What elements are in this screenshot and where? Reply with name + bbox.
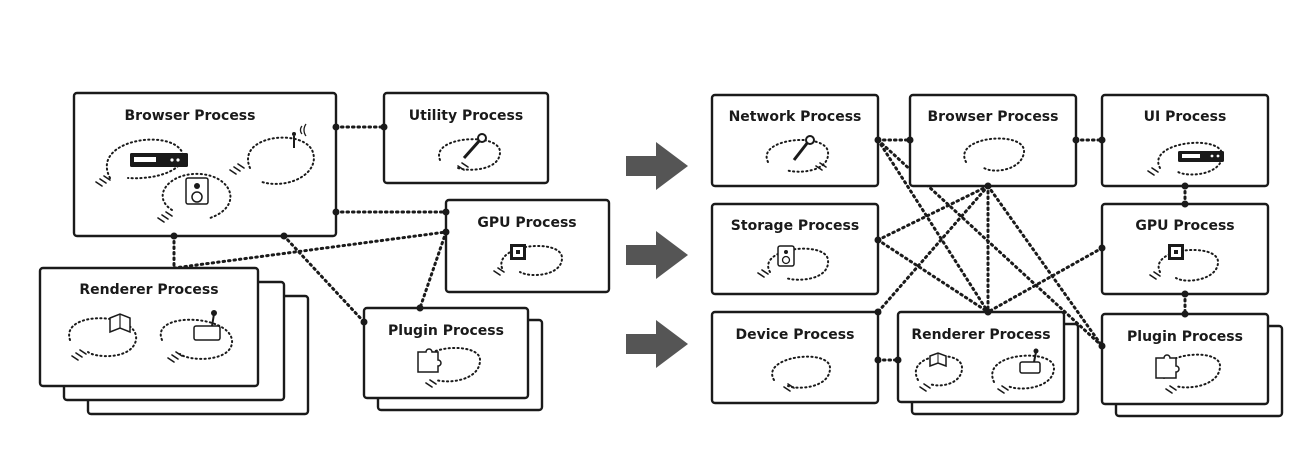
transition-arrows — [626, 142, 688, 368]
book-icon — [929, 352, 947, 368]
right-gpu-process-title: GPU Process — [1135, 218, 1234, 234]
left-architecture: Renderer Process Browser Process — [38, 91, 611, 416]
left-browser-process-box: Browser Process — [72, 91, 338, 238]
server-rack-icon — [1178, 151, 1224, 162]
left-gpu-process-title: GPU Process — [477, 215, 576, 231]
right-browser-process-title: Browser Process — [928, 109, 1059, 125]
left-browser-process-title: Browser Process — [125, 108, 256, 124]
chip-icon — [1168, 244, 1184, 260]
left-connections — [172, 125, 448, 324]
wrench-icon — [792, 135, 815, 161]
book-icon — [109, 313, 131, 334]
joystick-icon — [193, 310, 221, 341]
right-network-process-title: Network Process — [729, 109, 862, 125]
antenna-icon — [292, 123, 307, 148]
left-renderer-process-title: Renderer Process — [79, 282, 218, 298]
right-arrow-icon — [626, 142, 688, 190]
right-plugin-process-box: Plugin Process — [1100, 312, 1270, 406]
right-arrow-icon — [626, 320, 688, 368]
right-device-process-box: Device Process — [710, 310, 880, 405]
right-architecture: Network Process Browser Process UI Proce… — [710, 93, 1284, 418]
right-gpu-process-box: GPU Process — [1100, 202, 1270, 296]
left-plugin-process-box: Plugin Process — [362, 306, 530, 400]
left-renderer-process-box: Renderer Process — [38, 266, 260, 388]
right-storage-process-title: Storage Process — [731, 218, 859, 234]
left-plugin-process-title: Plugin Process — [388, 323, 504, 339]
left-utility-process-title: Utility Process — [409, 108, 523, 124]
server-rack-icon — [130, 153, 188, 167]
right-ui-process-box: UI Process — [1100, 93, 1270, 188]
right-device-process-title: Device Process — [736, 327, 855, 343]
left-gpu-process-box: GPU Process — [444, 198, 611, 294]
right-storage-process-box: Storage Process — [710, 202, 880, 296]
chip-icon — [510, 244, 526, 260]
right-plugin-process-title: Plugin Process — [1127, 329, 1243, 345]
speaker-icon — [185, 177, 209, 205]
left-connection-nodes — [170, 123, 450, 326]
right-connection-nodes — [874, 136, 1189, 364]
wrench-icon — [462, 133, 487, 159]
right-network-process-box: Network Process — [710, 93, 880, 188]
left-utility-process-box: Utility Process — [382, 91, 550, 185]
right-arrow-icon — [626, 231, 688, 279]
right-renderer-process-title: Renderer Process — [911, 327, 1050, 343]
speaker-icon — [777, 245, 795, 267]
right-browser-process-box: Browser Process — [908, 93, 1078, 188]
right-renderer-process-box: Renderer Process — [896, 310, 1066, 404]
right-ui-process-title: UI Process — [1144, 109, 1227, 125]
joystick-icon — [1019, 348, 1041, 374]
puzzle-icon — [417, 348, 442, 373]
puzzle-icon — [1155, 354, 1180, 379]
